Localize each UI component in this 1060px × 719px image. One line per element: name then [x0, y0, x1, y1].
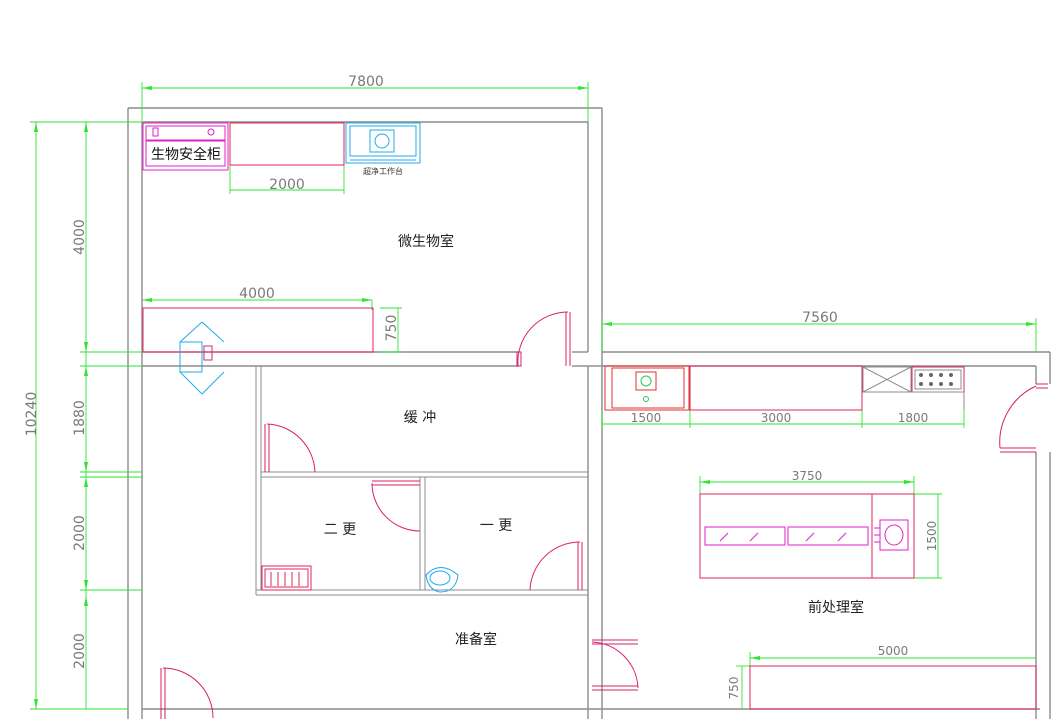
hand-basin [425, 567, 459, 593]
room-labels: 微生物室 缓 冲 二 更 一 更 准备室 前处理室 [324, 233, 864, 648]
dim-seg-3000: 3000 [761, 411, 792, 425]
dim-seg-1500: 1500 [631, 411, 662, 425]
room-change2: 二 更 [324, 522, 356, 538]
door-pretreat[interactable] [591, 639, 639, 691]
lab-bench-2000 [229, 122, 345, 166]
clean-bench-label: 超净工作台 [363, 166, 403, 176]
sink-bench [604, 365, 690, 411]
door-change2[interactable] [371, 480, 421, 532]
biosafety-cabinet-label: 生物安全柜 [151, 146, 221, 163]
door-change1[interactable] [529, 541, 583, 591]
furniture: 生物安全柜 超净工作台 [142, 122, 1037, 710]
biosafety-cabinet[interactable]: 生物安全柜 [142, 122, 229, 171]
door-micro-lab[interactable] [516, 311, 571, 367]
wall-fixture [179, 321, 225, 395]
lab-bench-5000 [749, 665, 1037, 710]
dim-bench-4000: 4000 [239, 286, 275, 302]
dim-h-4000: 4000 [72, 219, 88, 255]
dimension-lines [30, 82, 1037, 710]
dim-bench-5000: 5000 [878, 644, 909, 658]
dim-island-3750: 3750 [792, 469, 823, 483]
room-buffer: 缓 冲 [404, 410, 436, 426]
room-micro-lab: 微生物室 [398, 233, 454, 250]
room-prep: 准备室 [455, 631, 497, 648]
door-prep[interactable] [160, 667, 214, 719]
door-exterior[interactable] [999, 383, 1048, 453]
dim-h-1880: 1880 [72, 400, 88, 436]
clean-bench[interactable]: 超净工作台 [345, 122, 421, 176]
fume-hood [862, 366, 965, 410]
doors [160, 311, 1048, 719]
dim-bench-750b: 750 [727, 677, 741, 700]
dimension-labels: 7800 2000 4000 750 7560 1500 3000 1800 3… [24, 74, 939, 699]
lab-bench-4000 [142, 307, 374, 353]
dim-h-2000b: 2000 [72, 633, 88, 669]
walls [127, 107, 1051, 719]
dim-bench-2000: 2000 [269, 177, 305, 193]
lab-bench-3000 [689, 365, 863, 411]
dim-bench-750: 750 [384, 315, 400, 342]
dim-total-height: 10240 [24, 392, 40, 437]
shoe-rack [261, 565, 312, 591]
dim-seg-1800: 1800 [898, 411, 929, 425]
room-pretreat: 前处理室 [808, 599, 864, 616]
dim-right-width: 7560 [802, 310, 838, 326]
island-bench [699, 493, 915, 579]
dim-top-width: 7800 [348, 74, 384, 90]
door-buffer[interactable] [264, 423, 316, 473]
dim-h-2000a: 2000 [72, 515, 88, 551]
room-change1: 一 更 [480, 518, 512, 534]
dim-island-1500: 1500 [925, 521, 939, 552]
